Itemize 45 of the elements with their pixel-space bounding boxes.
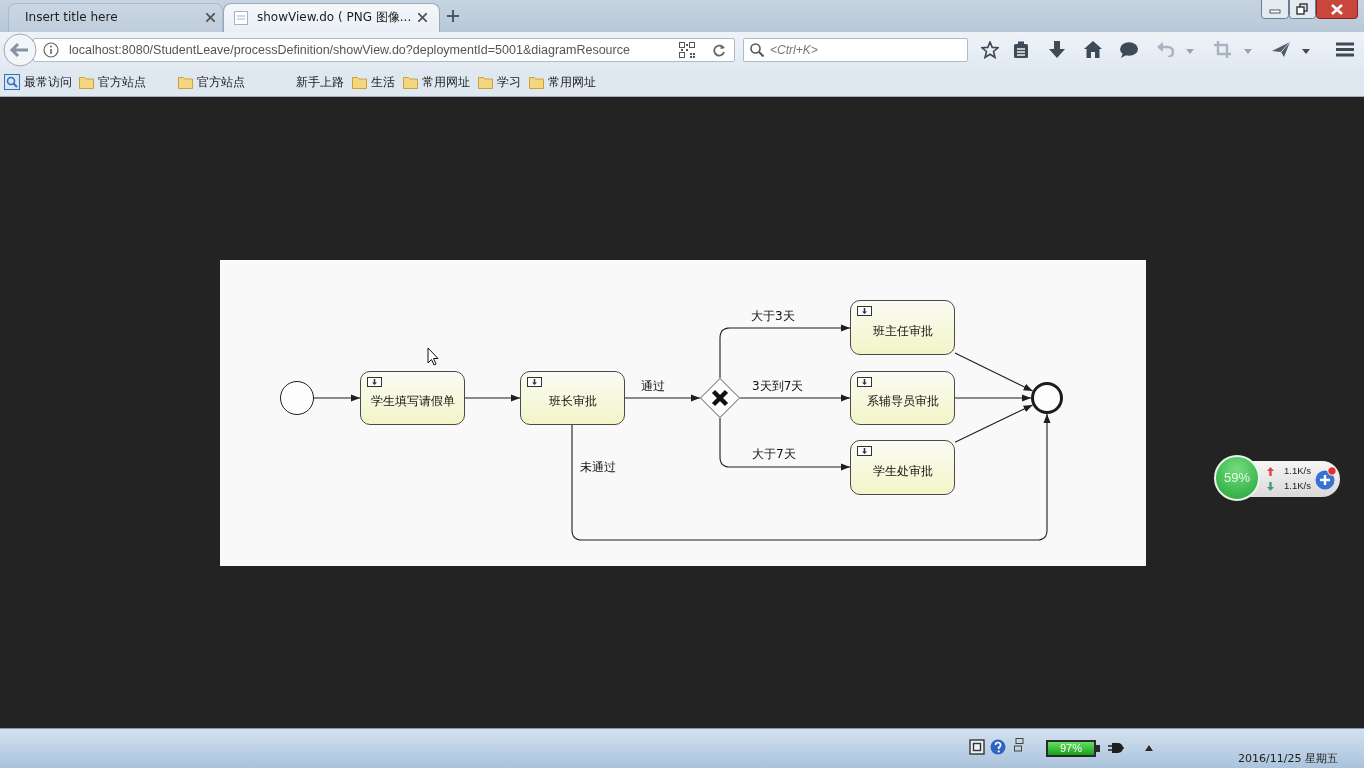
end-event-circle [1031, 382, 1063, 414]
sequence-flow-arrow [313, 394, 361, 402]
bookmark-link: 常用网址 [403, 73, 470, 91]
gateway-diamond [700, 378, 740, 418]
task-label: 学生填写请假单 [370, 393, 455, 410]
sequence-flow-arrow [719, 324, 851, 379]
task-box [850, 300, 955, 355]
task-box [520, 371, 625, 425]
memory-gauge: 59% [1214, 455, 1260, 501]
bookmark-link: 新手上路 [296, 73, 344, 91]
clock-date: 2016/11/25 星期五 [1238, 752, 1338, 765]
bookmark-link: 生活 [352, 73, 395, 91]
search-field: <Ctrl+K> [743, 38, 968, 62]
sequence-flow-arrow [954, 394, 1032, 402]
upload-speed: 1.1K/s [1284, 465, 1311, 477]
task-label: 学生处审批 [872, 462, 933, 480]
sequence-flow-arrow [464, 394, 521, 402]
sequence-flow-arrow [954, 404, 1034, 443]
task-label: 班长审批 [548, 393, 597, 410]
edge-label: 3天到7天 [751, 379, 805, 393]
edge-label: 未通过 [579, 460, 617, 474]
edge-label: 通过 [640, 379, 666, 393]
bookmark-link: 学习 [478, 73, 521, 91]
sequence-flow-arrow [571, 413, 1051, 541]
sequence-flow-arrow [954, 352, 1034, 392]
task-box [850, 440, 955, 495]
browser-tab: showView.do ( PNG 图像... [223, 3, 440, 32]
edge-label: 大于7天 [751, 447, 797, 461]
start-event-circle [280, 381, 314, 415]
battery-indicator: 97% [1046, 740, 1100, 757]
task-box [850, 371, 955, 425]
browser-tab: Insert title here [8, 3, 223, 32]
bookmark-link: 官方站点 [79, 73, 146, 91]
task-label: 系辅导员审批 [866, 393, 939, 410]
sequence-flow-arrow [739, 394, 851, 402]
sequence-flow-arrow [624, 394, 701, 402]
bookmark-link: 常用网址 [529, 73, 596, 91]
sequence-flow-arrow [719, 417, 851, 471]
bookmark-link: 最常访问 [4, 73, 72, 91]
edge-label: 大于3天 [750, 309, 796, 323]
url-text: localhost:8080/StudentLeave/processDefinition/showView.do?deploymentId=5001&diagramResource [69, 42, 630, 58]
bookmark-link: 官方站点 [178, 73, 245, 91]
task-label: 班主任审批 [872, 322, 933, 340]
task-box [360, 371, 465, 425]
download-speed: 1.1K/s [1284, 480, 1311, 492]
